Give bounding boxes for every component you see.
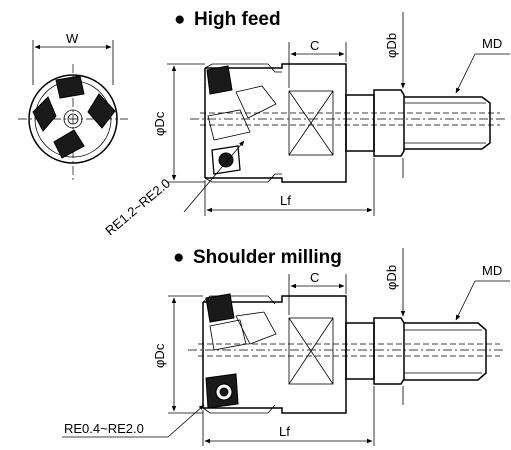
- high-feed-bullet: ●: [174, 9, 185, 30]
- shoulder-milling-dim-lf: Lf: [279, 424, 290, 439]
- high-feed-side-view: φDc C φDb MD Lf RE1.2~RE2.0: [102, 12, 510, 238]
- shoulder-milling-dim-c: C: [310, 270, 319, 285]
- high-feed-dim-md: MD: [482, 36, 502, 51]
- shoulder-milling-title: Shoulder milling: [193, 247, 342, 268]
- shoulder-milling-dim-dc: φDc: [152, 343, 167, 368]
- shoulder-milling-dim-md: MD: [482, 263, 502, 278]
- high-feed-corner-radius: RE1.2~RE2.0: [102, 175, 173, 238]
- high-feed-dim-db: φDb: [384, 33, 399, 58]
- shoulder-milling-corner-radius: RE0.4~RE2.0: [64, 421, 144, 436]
- high-feed-end-view: W: [18, 31, 128, 183]
- high-feed-section: ● High feed W: [18, 9, 510, 238]
- high-feed-dim-dc: φDc: [152, 111, 167, 136]
- shoulder-milling-side-view: φDc C φDb MD Lf RE0.4~RE2.0: [62, 248, 510, 446]
- high-feed-dim-w: W: [66, 31, 79, 46]
- shoulder-milling-dim-db: φDb: [384, 265, 399, 290]
- high-feed-dim-lf: Lf: [280, 193, 291, 208]
- high-feed-title: High feed: [194, 9, 281, 30]
- shoulder-milling-section: ● Shoulder milling: [62, 247, 510, 446]
- high-feed-dim-c: C: [310, 38, 319, 53]
- shoulder-milling-bullet: ●: [173, 247, 184, 268]
